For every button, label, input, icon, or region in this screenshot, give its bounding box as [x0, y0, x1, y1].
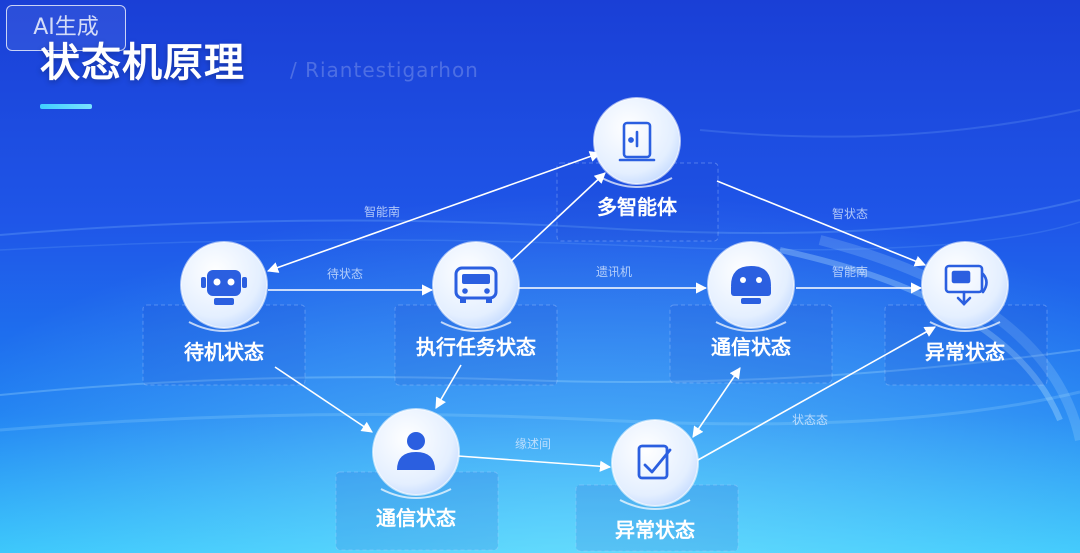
edge-label-multi-errorR: 智状态: [832, 206, 868, 221]
title-accent-bar: [40, 104, 92, 109]
edge-label-errorB-errorR: 状态态: [792, 413, 828, 427]
node-label: 异常状态: [925, 340, 1005, 364]
node-glow-arc: [601, 177, 673, 188]
label-boxes: [142, 162, 1048, 552]
robot-icon: [201, 270, 247, 305]
node-comm-right[interactable]: 通信状态: [707, 241, 795, 359]
edge-multi-idle: [266, 151, 602, 273]
node-circle: [611, 419, 699, 507]
node-idle[interactable]: 待机状态: [180, 241, 268, 364]
monitor-icon: [944, 264, 988, 306]
tablet-icon: [618, 121, 656, 162]
node-comm-bottom[interactable]: 通信状态: [372, 408, 460, 530]
edge-errorB-commR: [692, 367, 741, 438]
node-label: 执行任务状态: [416, 335, 536, 359]
node-circle: [921, 241, 1009, 329]
node-error-right[interactable]: 异常状态: [921, 241, 1009, 364]
node-label: 待机状态: [184, 340, 264, 364]
edges: [266, 151, 936, 472]
node-glow-arc: [715, 321, 787, 332]
edge-idle-commB: [274, 366, 373, 433]
page-subtitle: / Riantestigarhon: [290, 58, 479, 82]
edge-labels: 智能南 待状态 智状态 遗讯机 智能南 缘述间 状态态: [327, 204, 868, 451]
edge-label-idle-exec: 待状态: [327, 267, 363, 281]
node-label: 通信状态: [711, 335, 791, 359]
node-glow-arc: [929, 321, 1001, 332]
edge-commB-errorB: [457, 455, 612, 472]
edge-label-multi-idle: 智能南: [364, 204, 400, 219]
edge-label-commB-errorB: 缘述间: [515, 437, 551, 451]
edge-multi-errorR: [716, 180, 927, 267]
user-icon: [397, 432, 435, 470]
page-title: 状态机原理: [40, 40, 245, 86]
node-glow-arc: [619, 499, 691, 510]
node-multi-agent[interactable]: 多智能体: [593, 97, 681, 219]
node-label: 通信状态: [376, 506, 456, 530]
node-circle: [432, 241, 520, 329]
robot-head-icon: [731, 266, 771, 304]
edge-errorB-errorR: [697, 326, 936, 461]
node-executing[interactable]: 执行任务状态: [416, 241, 536, 359]
edit-check-icon: [637, 444, 672, 480]
edge-label-exec-commR: 遗讯机: [596, 265, 632, 279]
node-error-bottom[interactable]: 异常状态: [611, 419, 699, 542]
node-label: 异常状态: [615, 518, 695, 542]
edge-exec-commB: [435, 364, 462, 409]
node-glow-arc: [380, 488, 452, 499]
edge-exec-multi: [509, 172, 606, 263]
node-label: 多智能体: [597, 195, 678, 219]
edge-label-commR-errorR: 智能南: [832, 264, 868, 279]
ai-generated-watermark: AI生成: [6, 5, 126, 51]
node-glow-arc: [188, 321, 260, 332]
bus-robot-icon: [454, 266, 498, 303]
node-glow-arc: [440, 321, 512, 332]
